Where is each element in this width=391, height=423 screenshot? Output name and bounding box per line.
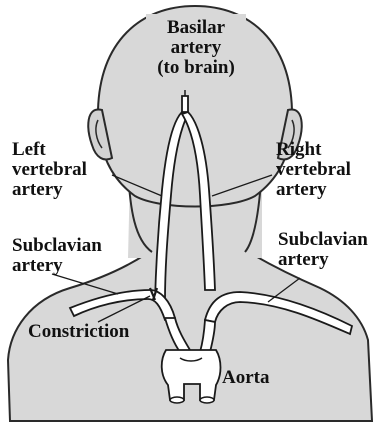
left-vertebral-artery-label: Left vertebral artery [12,140,87,200]
aorta-right-lumen [200,397,214,403]
left-subclavian-artery-label: Subclavian artery [12,236,102,276]
basilar-artery-label: Basilar artery (to brain) [146,18,246,78]
right-subclavian-artery-label: Subclavian artery [278,230,368,270]
basilar-artery [182,96,188,112]
right-vertebral-artery-label: Right vertebral artery [276,140,351,200]
aorta-left-lumen [170,397,184,403]
constriction-label: Constriction [28,322,129,342]
aorta-label: Aorta [222,368,269,388]
